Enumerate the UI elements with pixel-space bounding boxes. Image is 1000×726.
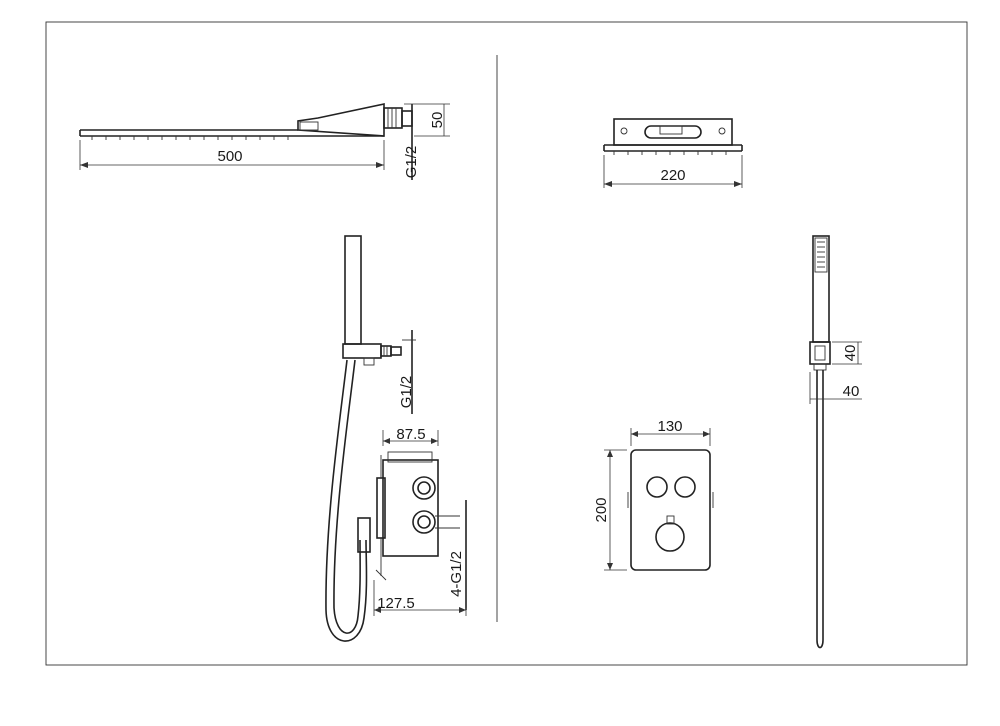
thermostat-knob (655, 522, 685, 552)
holder-width-label: 40 (843, 383, 860, 400)
drawing-frame (45, 21, 968, 666)
valve-box-side-view (375, 451, 467, 610)
dimension-panel-width: 130 (630, 418, 711, 446)
shower-head-front-view (603, 118, 743, 155)
dimension-head-width: 500 (79, 140, 385, 170)
box-depth-label: 127.5 (377, 595, 415, 612)
flow-button-left (646, 476, 668, 498)
dimension-holder-width: 40 (809, 372, 862, 404)
hand-shower-side-view (325, 235, 416, 642)
head-height-label: 50 (429, 112, 446, 129)
shower-head-side-view (79, 103, 413, 180)
dimension-head-depth: 220 (603, 155, 743, 188)
dimension-panel-height: 200 (593, 449, 627, 571)
panel-width-label: 130 (657, 418, 682, 435)
head-depth-label: 220 (660, 167, 685, 184)
box-width-label: 87.5 (396, 426, 425, 443)
dimension-holder-height: 40 (832, 341, 862, 365)
panel-height-label: 200 (593, 497, 610, 522)
dimension-head-height: 50 (404, 103, 450, 137)
hand-shower-front-view (809, 235, 831, 649)
head-thread-label: G1/2 (403, 146, 420, 179)
box-threads-label: 4-G1/2 (448, 551, 465, 597)
control-panel-front-view (627, 449, 714, 571)
dimension-box-depth: 127.5 (373, 580, 467, 616)
arm-thread-label: G1/2 (398, 376, 415, 409)
holder-height-label: 40 (842, 345, 859, 362)
flow-button-right (674, 476, 696, 498)
head-width-label: 500 (217, 148, 242, 165)
dimension-box-width: 87.5 (382, 426, 439, 446)
